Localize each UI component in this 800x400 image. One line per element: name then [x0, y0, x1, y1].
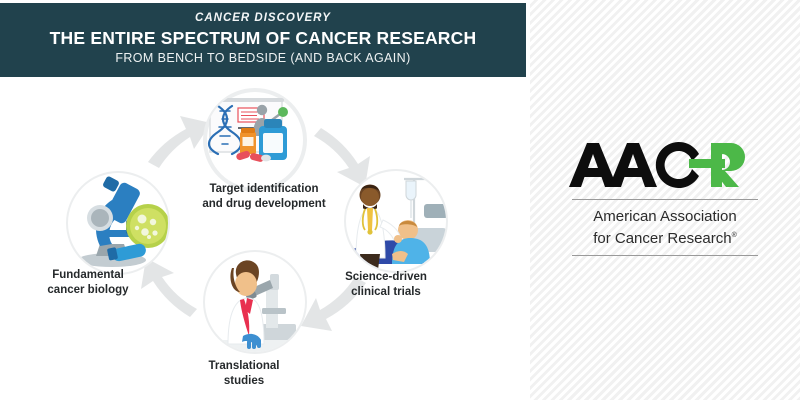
label-line-2: studies	[223, 374, 265, 387]
node-fundamental-cancer-biology	[66, 171, 170, 275]
logo-panel: American Association for Cancer Research…	[530, 0, 800, 400]
header-band: CANCER DISCOVERY THE ENTIRE SPECTRUM OF …	[0, 3, 526, 77]
cycle-label-fundamental-cancer-biology: Fundamental cancer biology	[2, 268, 174, 297]
research-cycle-diagram: Target identification and drug developme…	[0, 78, 530, 400]
logo-divider-bottom	[572, 255, 758, 256]
page-title: THE ENTIRE SPECTRUM OF CANCER RESEARCH	[49, 28, 477, 48]
label-line-2: cancer biology	[47, 283, 129, 296]
label-line-2: clinical trials	[351, 285, 421, 298]
node-target-identification	[203, 88, 307, 192]
logo-tagline-line-2: for Cancer Research	[593, 230, 732, 247]
aacr-wordmark-icon	[569, 142, 745, 188]
node-translational-studies	[203, 250, 307, 354]
infographic-panel: CANCER DISCOVERY THE ENTIRE SPECTRUM OF …	[0, 3, 530, 400]
cycle-arrows	[141, 116, 370, 331]
header-subtitle: FROM BENCH TO BEDSIDE (AND BACK AGAIN)	[115, 51, 411, 65]
label-line-1: Science-driven	[345, 271, 427, 283]
cycle-graphic	[66, 88, 448, 354]
label-line-1: Target identification	[209, 183, 319, 195]
label-line-1: Translational	[208, 360, 280, 372]
label-line-1: Fundamental	[52, 269, 124, 281]
logo-tagline: American Association for Cancer Research…	[565, 200, 765, 249]
cycle-label-science-driven-clinical-trials: Science-driven clinical trials	[300, 270, 472, 299]
logo-tagline-line-1: American Association	[593, 208, 737, 225]
node-science-driven-clinical-trials	[344, 169, 448, 273]
cycle-label-target-identification: Target identification and drug developme…	[178, 182, 350, 211]
logo-divider-top	[572, 199, 758, 200]
cycle-label-translational-studies: Translational studies	[158, 359, 330, 388]
header-eyebrow: CANCER DISCOVERY	[195, 12, 331, 24]
aacr-logo: American Association for Cancer Research…	[565, 139, 765, 256]
label-line-2: and drug development	[202, 197, 326, 210]
registered-trademark-icon: ®	[731, 232, 737, 239]
